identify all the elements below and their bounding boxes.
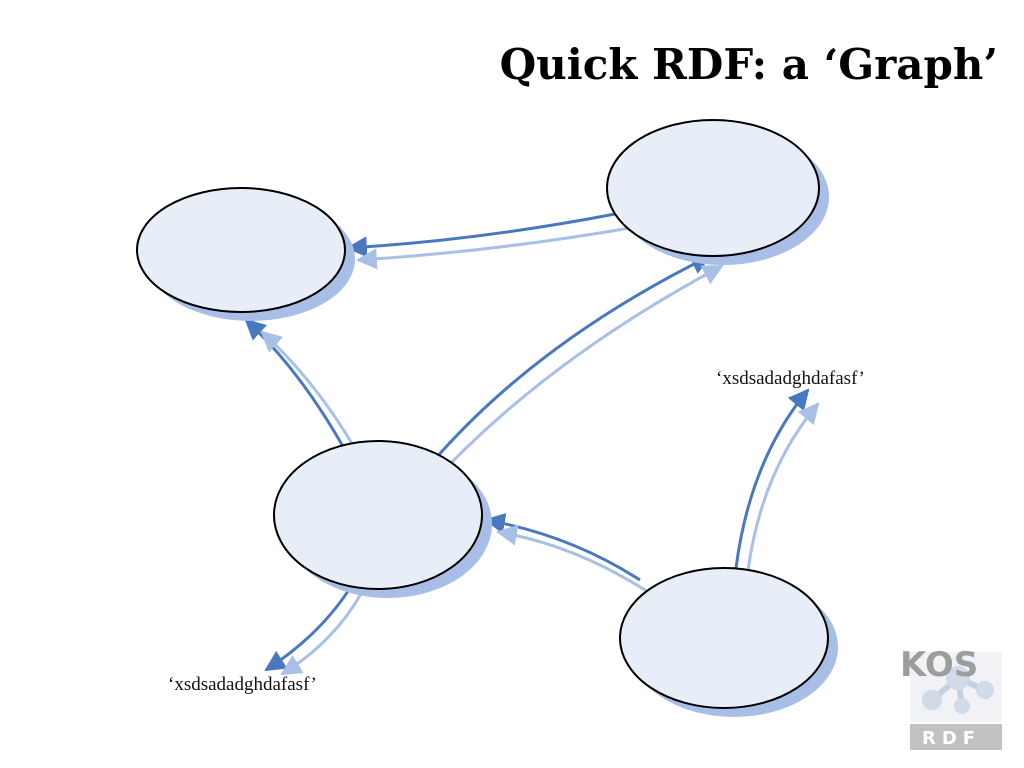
edge-line-secondary	[495, 524, 649, 594]
slide-title: Quick RDF: a ‘Graph’	[499, 40, 998, 89]
node-ellipse	[606, 119, 820, 257]
edge-line-primary	[483, 512, 641, 582]
logo-banner	[910, 724, 1002, 750]
node-center[interactable]	[273, 440, 492, 598]
edge-center-to-topright	[434, 254, 724, 466]
edge-line-primary	[244, 318, 347, 451]
node-top-left[interactable]	[136, 187, 355, 321]
node-ellipse	[136, 187, 346, 313]
edge-center-to-literal	[264, 587, 364, 676]
edge-bottomright-to-center	[483, 512, 649, 594]
edge-line-secondary	[448, 264, 724, 466]
node-bottom-right[interactable]	[619, 567, 838, 717]
edge-topright-to-topleft	[345, 212, 631, 270]
edge-line-secondary	[355, 226, 631, 270]
logo-text: KOS	[900, 645, 978, 685]
node-ellipse	[619, 567, 829, 709]
node-ellipse	[273, 440, 483, 590]
edge-center-to-topleft	[244, 318, 359, 453]
logo-banner-text: RDF	[922, 728, 981, 749]
edge-line-secondary	[746, 402, 820, 571]
edge-line-secondary	[260, 330, 359, 453]
molecule-icon	[922, 666, 994, 714]
edge-line-primary	[734, 388, 810, 569]
edge-line-primary	[264, 587, 352, 672]
literal-bottom-left: ‘xsdsadadghdafasf’	[168, 674, 317, 695]
edge-bottomright-to-literal	[734, 388, 820, 571]
skos-rdf-logo: KOS RDF	[900, 645, 1002, 750]
edge-line-primary	[434, 254, 712, 459]
node-top-right[interactable]	[606, 119, 829, 265]
edge-line-secondary	[280, 591, 364, 676]
literal-right: ‘xsdsadadghdafasf’	[716, 368, 865, 389]
edge-line-primary	[345, 212, 616, 258]
